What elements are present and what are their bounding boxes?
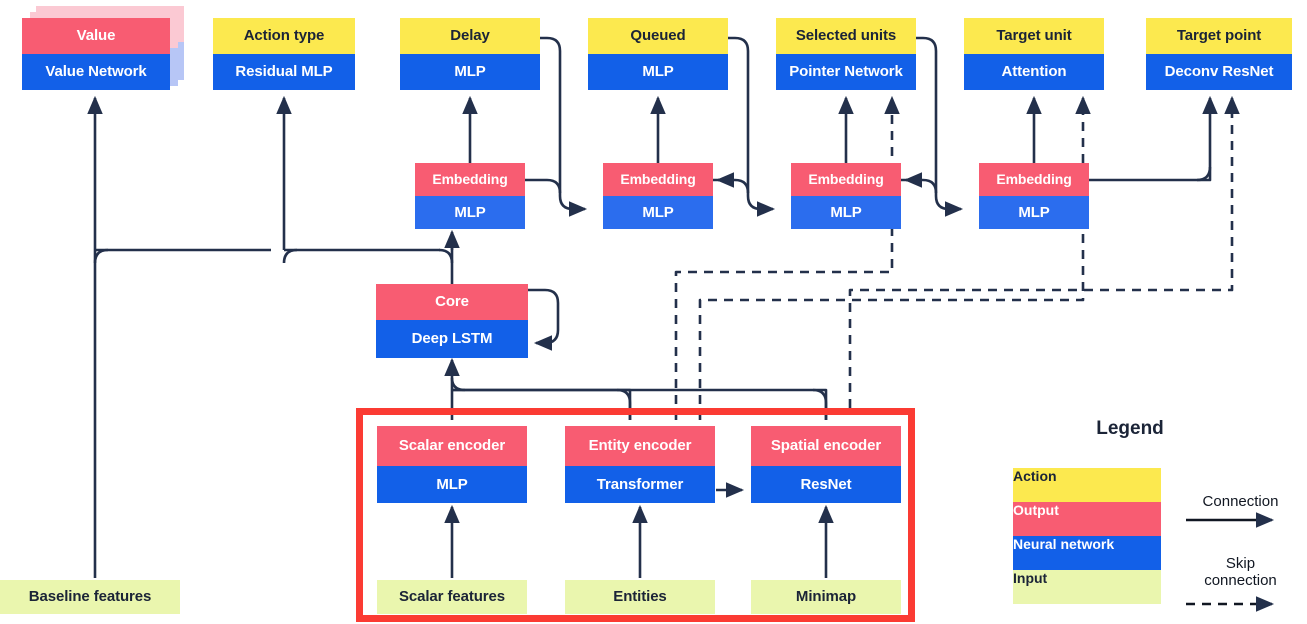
node-scalar-encoder[interactable]: Scalar encoder MLP bbox=[377, 426, 527, 503]
node-selected-units[interactable]: Selected units Pointer Network bbox=[776, 18, 916, 90]
skip-spatial-to-target-point bbox=[848, 95, 1240, 408]
node-target-unit-title: Target unit bbox=[964, 18, 1104, 54]
node-entities[interactable]: Entities bbox=[565, 580, 715, 614]
encoder-highlight-box bbox=[356, 408, 915, 622]
node-embedding-4-title: Embedding bbox=[979, 163, 1089, 196]
node-scalar-encoder-subtitle: MLP bbox=[377, 466, 527, 503]
node-core-title: Core bbox=[376, 284, 528, 320]
node-entities-label: Entities bbox=[565, 580, 715, 614]
wire-queued-to-embedding3 bbox=[728, 36, 776, 217]
node-spatial-encoder-title: Spatial encoder bbox=[751, 426, 901, 466]
wire-core-recurrent bbox=[528, 288, 560, 351]
node-scalar-features[interactable]: Scalar features bbox=[377, 580, 527, 614]
wire-selected-to-embedding4 bbox=[916, 36, 964, 217]
node-target-unit-subtitle: Attention bbox=[964, 54, 1104, 90]
node-minimap[interactable]: Minimap bbox=[751, 580, 901, 614]
node-entity-encoder[interactable]: Entity encoder Transformer bbox=[565, 426, 715, 503]
node-embedding-1-title: Embedding bbox=[415, 163, 525, 196]
wire-embedding2-right bbox=[713, 178, 750, 194]
node-action-type-subtitle: Residual MLP bbox=[213, 54, 355, 90]
node-delay-subtitle: MLP bbox=[400, 54, 540, 90]
node-queued[interactable]: Queued MLP bbox=[588, 18, 728, 90]
node-queued-title: Queued bbox=[588, 18, 728, 54]
legend-swatch-neural-network: Neural network bbox=[1013, 536, 1161, 570]
node-target-point-title: Target point bbox=[1146, 18, 1292, 54]
legend-swatch-output: Output bbox=[1013, 502, 1161, 536]
node-delay[interactable]: Delay MLP bbox=[400, 18, 540, 90]
skip-entity-to-target-unit bbox=[698, 95, 1091, 420]
wire-delay-to-embedding2 bbox=[540, 36, 588, 217]
skip-entity-to-selected-units bbox=[674, 95, 900, 420]
wire-join-corner-a bbox=[450, 377, 466, 392]
wire-embedding4-to-targetpoint bbox=[1089, 95, 1218, 182]
node-embedding-4[interactable]: Embedding MLP bbox=[979, 163, 1089, 229]
node-action-type-title: Action type bbox=[213, 18, 355, 54]
legend-skip-connection-label: Skip connection bbox=[1204, 555, 1277, 589]
node-selected-units-subtitle: Pointer Network bbox=[776, 54, 916, 90]
node-baseline-features[interactable]: Baseline features bbox=[0, 580, 180, 614]
node-baseline-features-label: Baseline features bbox=[0, 580, 180, 614]
node-scalar-features-label: Scalar features bbox=[377, 580, 527, 614]
legend-connection-label: Connection bbox=[1202, 493, 1279, 510]
wire-corner-value bbox=[93, 248, 109, 264]
node-core-subtitle: Deep LSTM bbox=[376, 320, 528, 358]
node-value-title: Value bbox=[22, 18, 170, 54]
node-core[interactable]: Core Deep LSTM bbox=[376, 284, 528, 358]
node-delay-title: Delay bbox=[400, 18, 540, 54]
wire-core-to-bus bbox=[438, 248, 454, 264]
node-action-type[interactable]: Action type Residual MLP bbox=[213, 18, 355, 90]
node-minimap-label: Minimap bbox=[751, 580, 901, 614]
node-embedding-3[interactable]: Embedding MLP bbox=[791, 163, 901, 229]
node-embedding-2-title: Embedding bbox=[603, 163, 713, 196]
wire-embedding3-right bbox=[901, 178, 938, 194]
node-value-subtitle: Value Network bbox=[22, 54, 170, 90]
node-target-unit[interactable]: Target unit Attention bbox=[964, 18, 1104, 90]
node-embedding-1-subtitle: MLP bbox=[415, 196, 525, 229]
node-entity-encoder-subtitle: Transformer bbox=[565, 466, 715, 503]
node-embedding-4-subtitle: MLP bbox=[979, 196, 1089, 229]
node-embedding-2-subtitle: MLP bbox=[603, 196, 713, 229]
legend-swatches: Action Output Neural network Input bbox=[1013, 468, 1161, 604]
node-embedding-3-title: Embedding bbox=[791, 163, 901, 196]
wire-corner-actiontype bbox=[282, 248, 298, 264]
node-spatial-encoder-subtitle: ResNet bbox=[751, 466, 901, 503]
node-queued-subtitle: MLP bbox=[588, 54, 728, 90]
node-selected-units-title: Selected units bbox=[776, 18, 916, 54]
node-embedding-3-subtitle: MLP bbox=[791, 196, 901, 229]
node-target-point[interactable]: Target point Deconv ResNet bbox=[1146, 18, 1292, 90]
node-scalar-encoder-title: Scalar encoder bbox=[377, 426, 527, 466]
node-entity-encoder-title: Entity encoder bbox=[565, 426, 715, 466]
node-embedding-2[interactable]: Embedding MLP bbox=[603, 163, 713, 229]
wire-embedding1-right bbox=[525, 178, 562, 194]
node-embedding-1[interactable]: Embedding MLP bbox=[415, 163, 525, 229]
node-spatial-encoder[interactable]: Spatial encoder ResNet bbox=[751, 426, 901, 503]
legend-swatch-input: Input bbox=[1013, 570, 1161, 604]
wire-targetpoint-corner bbox=[1196, 166, 1212, 182]
node-target-point-subtitle: Deconv ResNet bbox=[1146, 54, 1292, 90]
legend-title: Legend bbox=[1096, 418, 1164, 439]
node-value[interactable]: Value Value Network bbox=[22, 18, 170, 90]
legend-swatch-action: Action bbox=[1013, 468, 1161, 502]
